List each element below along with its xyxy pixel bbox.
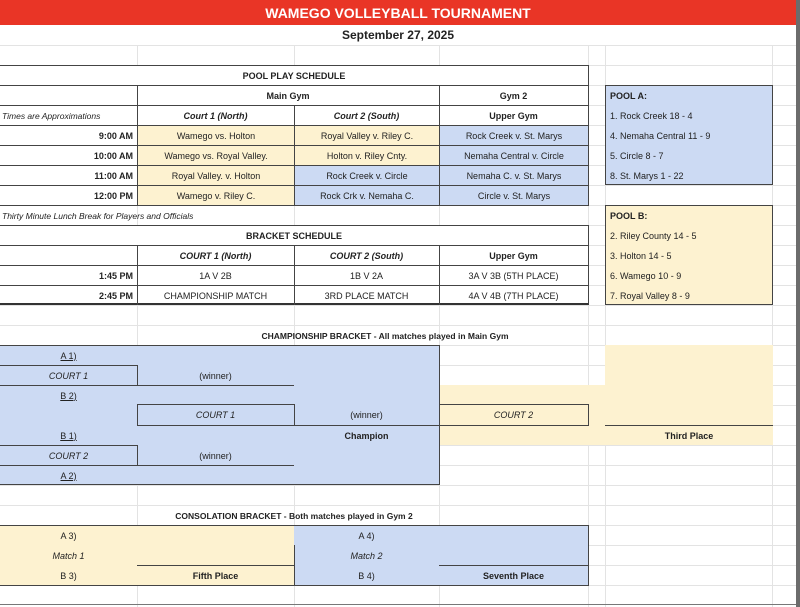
champion-label: Champion [344, 430, 389, 441]
third-place-match-box [439, 404, 589, 426]
match-cell: Wamego vs. Holton [138, 126, 294, 145]
championship-bracket-title: CHAMPIONSHIP BRACKET - All matches playe… [261, 330, 509, 341]
bracket-upper-gym-header: Upper Gym [489, 250, 538, 261]
match-cell: Wamego v. Riley C. [138, 186, 294, 205]
time-slot: 10:00 AM [93, 150, 133, 161]
time-slot: 11:00 AM [94, 170, 133, 181]
match-cell: Rock Crk v. Nemaha C. [295, 186, 439, 205]
match-cell: Royal Valley. v. Holton [138, 166, 294, 185]
pool-a-title: POOL A: [610, 90, 648, 101]
match-cell: 1B V 2A [349, 270, 384, 281]
match-cell: Holton v. Riley Cnty. [295, 146, 439, 165]
gridline [0, 485, 800, 486]
match-cell: 4A V 4B (7TH PLACE) [468, 290, 559, 301]
consolation-bracket-title: CONSOLATION BRACKET - Both matches playe… [175, 510, 413, 521]
bracket-schedule-title: BRACKET SCHEDULE [245, 230, 342, 241]
winner-label: (winner) [199, 450, 232, 461]
consolation-bracket [0, 525, 589, 586]
pool-b-title: POOL B: [610, 210, 648, 221]
pool-b-team: 2. Riley County 14 - 5 [610, 230, 697, 241]
tournament-title: WAMEGO VOLLEYBALL TOURNAMENT [0, 0, 796, 25]
gridline [605, 45, 606, 607]
seventh-place-label: Seventh Place [482, 570, 545, 581]
gridline [137, 45, 138, 607]
tournament-date: September 27, 2025 [341, 28, 455, 42]
match-cell: Royal Valley v. Riley C. [295, 126, 439, 145]
gridline [294, 45, 295, 607]
match-cell: Rock Creek v. Circle [295, 166, 439, 185]
third-place-label: Third Place [664, 430, 714, 441]
time-slot: 2:45 PM [98, 290, 133, 301]
match-cell: Nemaha Central v. Circle [440, 146, 588, 165]
upper-gym-header: Upper Gym [489, 110, 538, 121]
pool-b-team: 3. Holton 14 - 5 [610, 250, 672, 261]
seed-b4: B 4) [358, 570, 375, 581]
seed-a3: A 3) [60, 530, 77, 541]
match-cell: 1A V 2B [199, 270, 232, 281]
gym2-header: Gym 2 [499, 90, 528, 101]
seed-a2: A 2) [60, 470, 77, 481]
seed-a1: A 1) [60, 350, 77, 361]
seed-b2: B 2) [60, 390, 77, 401]
lunch-break-note: Thirty Minute Lunch Break for Players an… [2, 210, 194, 221]
gridline [588, 45, 589, 607]
gridline [439, 45, 440, 607]
match1-label: Match 1 [52, 550, 85, 561]
pool-a-team: 8. St. Marys 1 - 22 [610, 170, 684, 181]
time-slot: 1:45 PM [98, 270, 133, 281]
final-court1-label: COURT 1 [195, 409, 236, 420]
pool-b-team: 7. Royal Valley 8 - 9 [610, 290, 690, 301]
pool-a-team: 1. Rock Creek 18 - 4 [610, 110, 693, 121]
main-gym-header: Main Gym [266, 90, 310, 101]
time-slot: 12:00 PM [93, 190, 133, 201]
pool-b-team: 6. Wamego 10 - 9 [610, 270, 682, 281]
match-cell: Nemaha C. v. St. Marys [440, 166, 588, 185]
gridline [0, 325, 800, 326]
final-winner-label: (winner) [350, 409, 383, 420]
times-note: Times are Approximations [2, 110, 101, 121]
winner-label: (winner) [199, 370, 232, 381]
court2-label: COURT 2 [48, 450, 89, 461]
match-cell: Circle v. St. Marys [440, 186, 588, 205]
third-place-court2-label: COURT 2 [493, 409, 534, 420]
match-cell: CHAMPIONSHIP MATCH [163, 290, 268, 301]
bracket-court1-header: COURT 1 (North) [179, 250, 252, 261]
third-place-area [439, 385, 773, 445]
bracket-court2-header: COURT 2 (South) [329, 250, 404, 261]
fifth-place-label: Fifth Place [192, 570, 239, 581]
gridline [0, 45, 800, 46]
match2-label: Match 2 [350, 550, 383, 561]
court1-label: COURT 1 [48, 370, 89, 381]
match-cell: Wamego vs. Royal Valley. [138, 146, 294, 165]
match-cell: 3RD PLACE MATCH [324, 290, 409, 301]
window-edge [796, 0, 800, 607]
pool-b-box [605, 205, 773, 305]
pool-play-title: POOL PLAY SCHEDULE [242, 70, 346, 81]
match-cell: 3A V 3B (5TH PLACE) [468, 270, 559, 281]
match-cell: Rock Creek v. St. Marys [440, 126, 588, 145]
championship-bracket [0, 345, 440, 485]
pool-a-team: 4. Nemaha Central 11 - 9 [610, 130, 711, 141]
gridline [0, 505, 800, 506]
gridline [0, 305, 800, 306]
court1-north-header: Court 1 (North) [183, 110, 248, 121]
seed-b3: B 3) [60, 570, 77, 581]
pool-a-team: 5. Circle 8 - 7 [610, 150, 664, 161]
seed-b1: B 1) [60, 430, 77, 441]
seed-a4: A 4) [358, 530, 375, 541]
time-slot: 9:00 AM [98, 130, 133, 141]
gridline [772, 45, 773, 607]
court2-south-header: Court 2 (South) [333, 110, 400, 121]
pool-a-box [605, 85, 773, 185]
third-place-area [605, 345, 773, 385]
